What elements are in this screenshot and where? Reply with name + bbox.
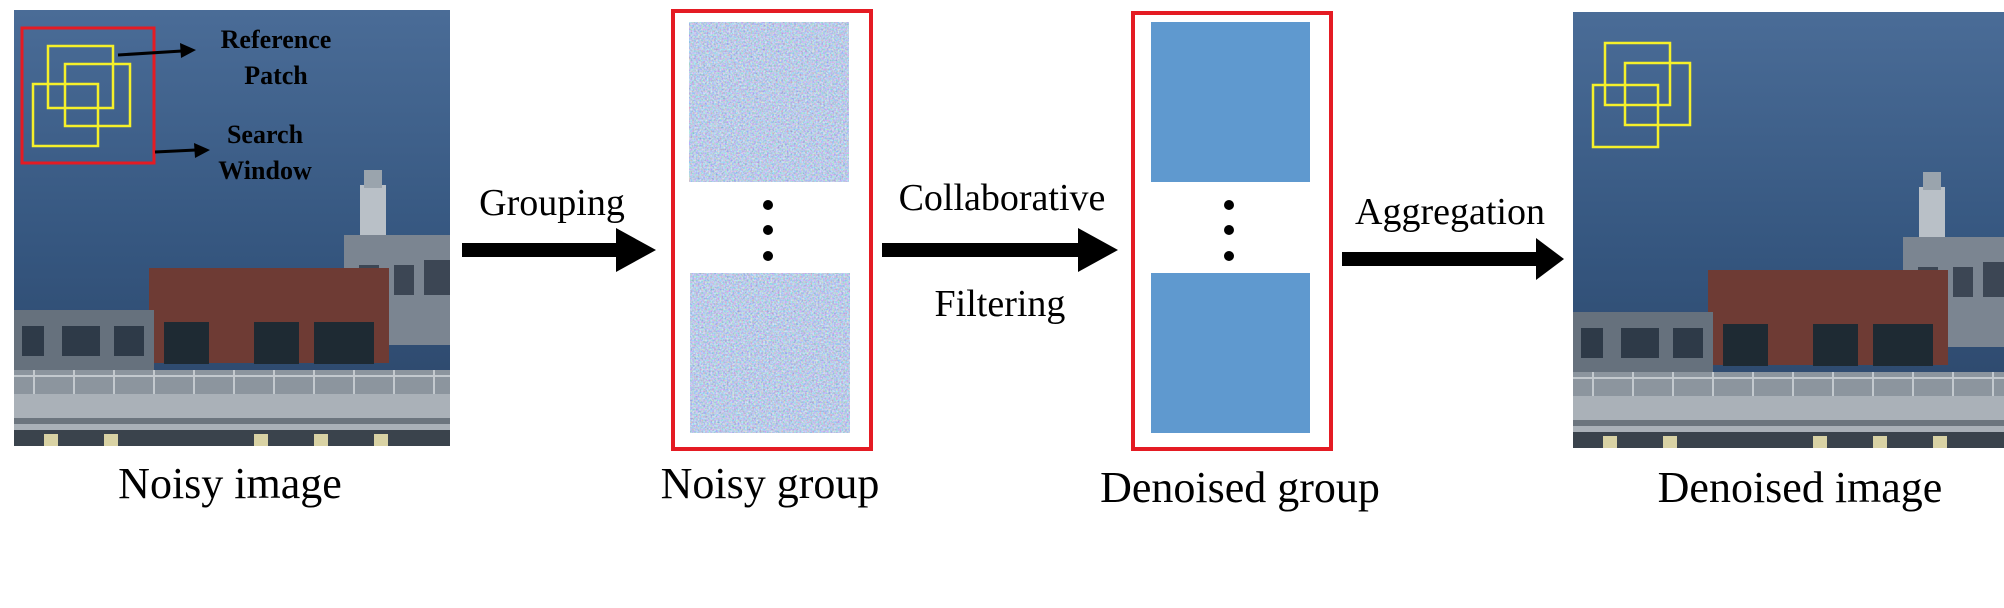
- noisy-patch: [689, 22, 849, 182]
- search-window-box: [20, 26, 156, 165]
- reference-patch-label-line2: Patch: [244, 61, 308, 90]
- candidate-patch-box: [31, 82, 100, 148]
- noisy-image-caption: Noisy image: [118, 459, 342, 508]
- ellipsis-dots: [1224, 200, 1234, 261]
- search-window-label-line2: Window: [218, 156, 312, 185]
- denoised-group-frame: [1131, 11, 1333, 451]
- noisy-image: [14, 10, 450, 446]
- denoised-patch: [1151, 22, 1310, 182]
- annotation-arrow: [154, 143, 210, 158]
- denoised-group-caption: Denoised group: [1100, 463, 1380, 512]
- denoised-image: [1573, 12, 2004, 448]
- noisy-group: [671, 9, 873, 451]
- collaborative-label: Collaborative: [898, 177, 1106, 219]
- grouping-arrow: [462, 228, 656, 272]
- noisy-group-frame: [671, 9, 873, 451]
- filtering-label: Filtering: [934, 283, 1066, 325]
- aggregation-label: Aggregation: [1355, 191, 1545, 233]
- denoised-image-caption: Denoised image: [1657, 463, 1943, 512]
- reference-patch-label: Reference Patch: [196, 22, 356, 94]
- ellipsis-dots: [763, 200, 773, 261]
- search-window-label: Search Window: [190, 117, 340, 189]
- patch-box: [1603, 41, 1672, 107]
- denoised-group: [1131, 11, 1333, 451]
- search-window-label-line1: Search: [226, 120, 304, 149]
- denoised-patch: [1151, 273, 1310, 433]
- annotation-arrow: [117, 43, 196, 58]
- noisy-group-caption: Noisy group: [660, 459, 880, 508]
- patch-box: [1591, 83, 1660, 149]
- collaborative-filtering-arrow: [882, 228, 1118, 272]
- reference-patch-label-line1: Reference: [220, 25, 332, 54]
- reference-patch-box: [46, 44, 115, 110]
- noisy-patch: [690, 273, 850, 433]
- aggregation-arrow: [1342, 238, 1564, 280]
- grouping-label: Grouping: [479, 182, 625, 224]
